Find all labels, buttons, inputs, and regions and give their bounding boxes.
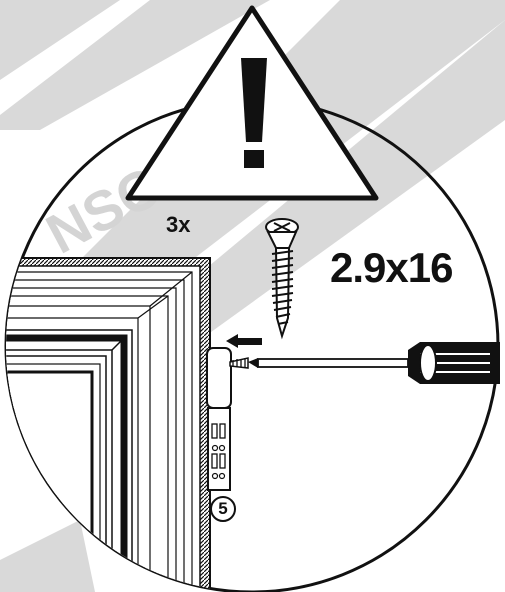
hinge-bracket (206, 347, 232, 491)
screw-size-label: 2.9x16 (330, 244, 453, 291)
driven-screw (229, 357, 249, 369)
arrow-left-icon (226, 334, 262, 348)
screw-icon (265, 218, 299, 340)
step-number-badge: 5 (210, 496, 236, 522)
window-frame (6, 257, 211, 592)
screwdriver-icon (248, 342, 500, 384)
warning-triangle-icon (125, 5, 379, 201)
screw-quantity-label: 3x (166, 212, 191, 237)
